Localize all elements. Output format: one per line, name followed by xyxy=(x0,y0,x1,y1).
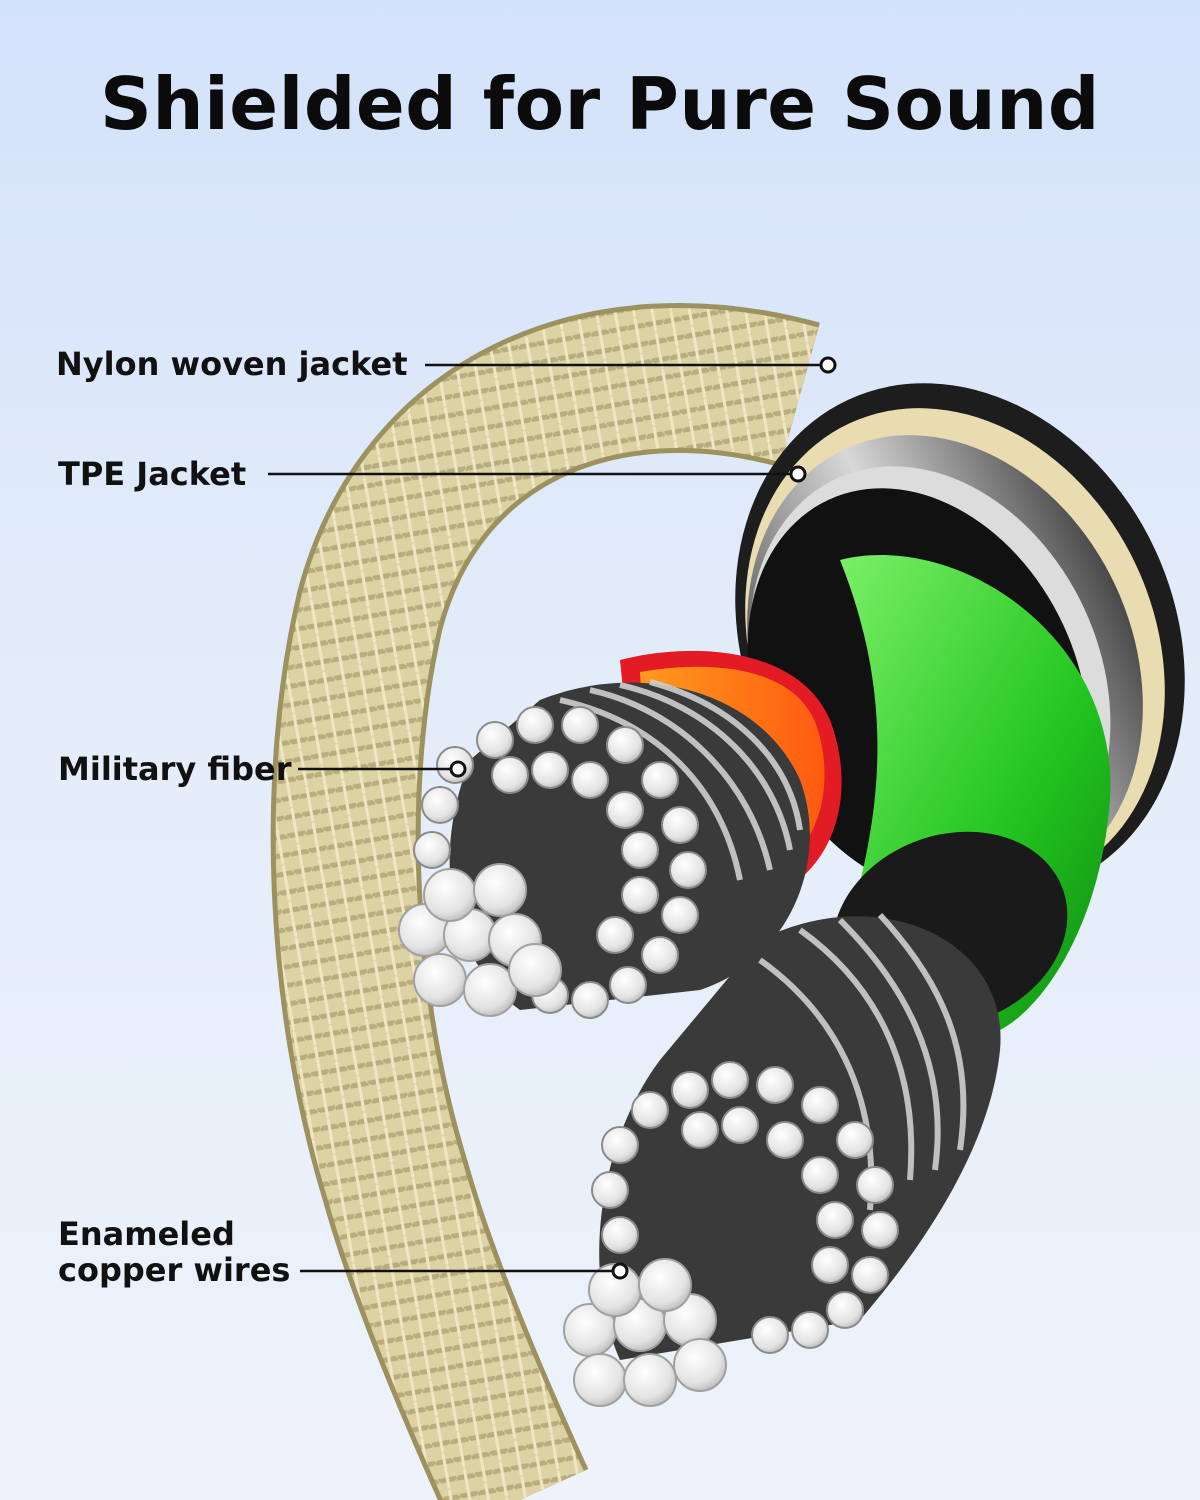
label-copper-line2: copper wires xyxy=(58,1251,291,1289)
page-title: Shielded for Pure Sound xyxy=(100,62,1100,146)
label-copper-line1: Enameled xyxy=(58,1215,235,1253)
label-tpe-jacket: TPE Jacket xyxy=(58,455,247,493)
lower-strand-ends xyxy=(563,1061,899,1407)
callout-dot-military xyxy=(449,760,467,778)
callout-dot-nylon xyxy=(819,356,837,374)
callout-dot-copper xyxy=(611,1262,629,1280)
callout-dot-tpe xyxy=(789,465,807,483)
label-enameled-copper-wires: Enameled copper wires xyxy=(58,1216,290,1288)
nylon-braid-jacket xyxy=(270,303,820,1500)
label-military-fiber: Military fiber xyxy=(58,750,292,788)
label-nylon-woven-jacket: Nylon woven jacket xyxy=(56,345,408,383)
upper-strand-ends xyxy=(398,706,707,1019)
